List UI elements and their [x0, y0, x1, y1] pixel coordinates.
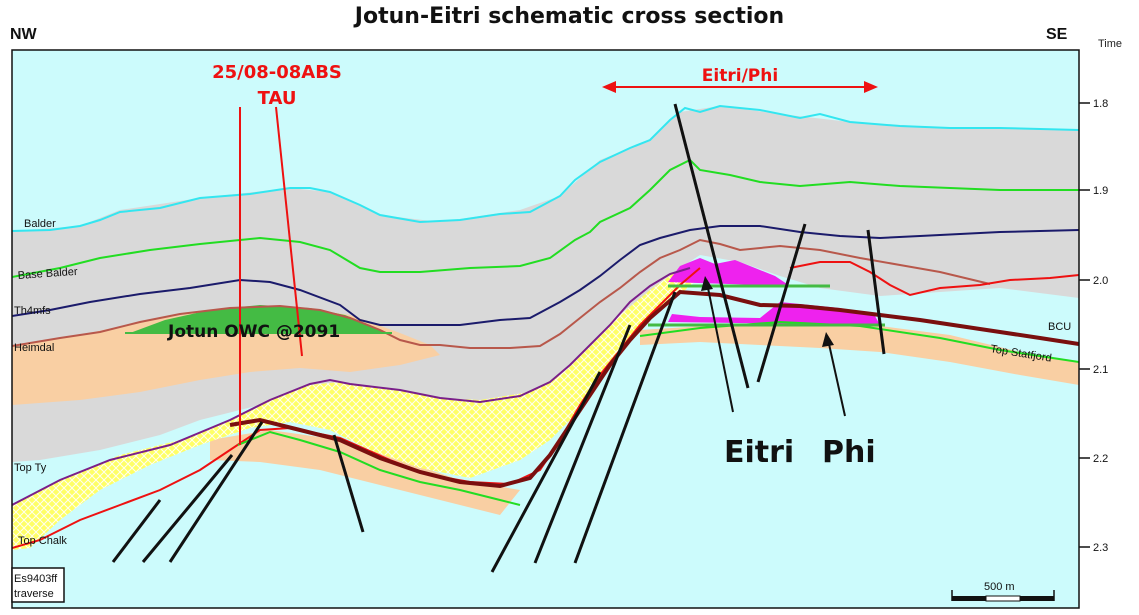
section-frame: [11, 49, 1080, 609]
eitri-label: Eitri: [724, 435, 794, 470]
ty-sand-hatched-fill: [12, 268, 695, 550]
time-axis-title: Time: [1098, 38, 1123, 50]
scale-bar: [951, 590, 1055, 602]
eitri-pointer-arrow: [701, 276, 734, 413]
time-tick-label-2.1: 2.1: [1093, 364, 1108, 376]
se-direction-label: SE: [1046, 26, 1068, 43]
time-axis: [1079, 102, 1090, 548]
heimdal-horizon: [12, 238, 991, 349]
time-tick-label-1.8: 1.8: [1093, 98, 1108, 110]
base-balder-label: Base Balder: [17, 266, 78, 282]
ty-top-horizon: [12, 267, 691, 506]
fault-9: [533, 324, 632, 564]
fault-6: [111, 499, 162, 563]
fault-2: [756, 223, 807, 383]
base-balder-horizon: [12, 158, 1079, 278]
grey-shale-fill: [12, 106, 1079, 462]
fault-5: [141, 454, 234, 563]
traverse-line1: Es9403ff: [14, 573, 58, 585]
ty-sand-fill: [210, 430, 520, 515]
time-tick-label-2.0: 2.0: [1093, 275, 1108, 287]
eitri-phi-label: Eitri/Phi: [702, 66, 778, 86]
top-chalk-label: Top Chalk: [18, 535, 67, 547]
fault-10: [573, 291, 677, 564]
phi-pointer-arrow: [822, 332, 846, 417]
heimdal-label: Heimdal: [14, 342, 54, 354]
balder-label: Balder: [24, 218, 56, 230]
fault-8: [490, 371, 602, 573]
fault-7: [332, 434, 365, 533]
section-title: Jotun-Eitri schematic cross section: [354, 4, 785, 29]
well-name-label: 25/08-08ABS: [212, 62, 342, 83]
time-tick-label-2.3: 2.3: [1093, 542, 1108, 554]
jotun-oil-fill: [130, 305, 388, 334]
traverse-line2: traverse: [14, 588, 54, 600]
bcu-label: BCU: [1048, 321, 1071, 333]
traverse-box: [11, 567, 65, 603]
arrow-left-head: [602, 81, 616, 93]
red-horizon-right: [789, 261, 1079, 297]
top-ty-label: Top Ty: [14, 462, 47, 474]
fault-4: [168, 421, 264, 563]
time-tick-label-2.2: 2.2: [1093, 453, 1108, 465]
green-lower-horizon: [237, 430, 521, 506]
faults: [111, 103, 886, 573]
statfjord-sand-fill: [640, 322, 1079, 385]
well-deviated-trajectory: [275, 106, 303, 357]
th4mfs-label: Th4mfs: [14, 305, 51, 317]
scale-bar-label: 500 m: [984, 581, 1015, 593]
time-tick-label-1.9: 1.9: [1093, 185, 1108, 197]
nw-direction-label: NW: [10, 26, 37, 43]
arrow-right-head: [864, 81, 878, 93]
eitri-gas-fill: [668, 258, 790, 286]
phi-label: Phi: [822, 435, 876, 470]
fault-1: [673, 103, 750, 389]
well-target-label: TAU: [258, 88, 297, 109]
fault-3: [866, 229, 886, 355]
jotun-owc-label: Jotun OWC @2091: [167, 322, 340, 342]
balder-horizon: [12, 104, 1079, 232]
eitri-phi-extent-arrow: [602, 81, 878, 93]
